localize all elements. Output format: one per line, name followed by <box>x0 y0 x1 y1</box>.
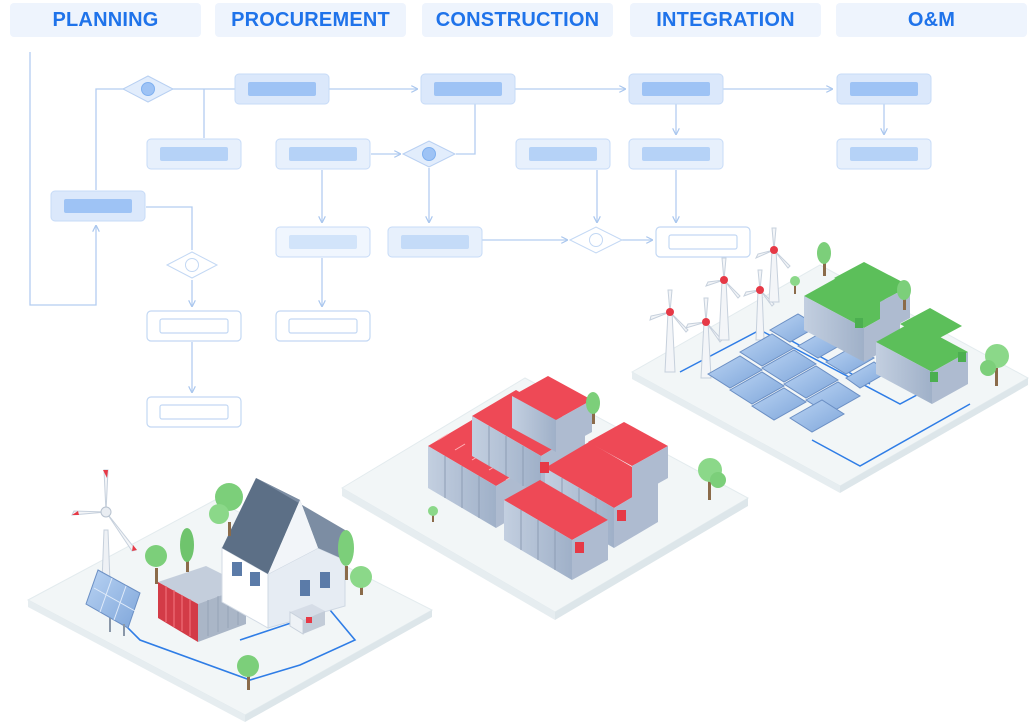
phase-tab-procurement[interactable]: PROCUREMENT <box>215 3 406 37</box>
process-nodes-pending <box>146 226 751 428</box>
battery-rack-icon <box>804 262 968 404</box>
inverter-icon <box>289 604 325 635</box>
phase-label: PLANNING <box>52 8 159 31</box>
process-nodes-active <box>50 73 932 258</box>
decision-diamond[interactable] <box>401 140 457 168</box>
decision-diamonds <box>121 75 624 279</box>
phase-tab-integration[interactable]: INTEGRATION <box>630 3 821 37</box>
phase-tab-construction[interactable]: CONSTRUCTION <box>422 3 613 37</box>
phase-label: CONSTRUCTION <box>435 8 600 31</box>
decision-diamond[interactable] <box>121 75 175 103</box>
solar-array-icon <box>707 313 889 433</box>
phase-label: PROCUREMENT <box>231 8 390 31</box>
battery-storage-farm-scene <box>341 376 750 620</box>
residential-microgrid-scene <box>26 469 434 722</box>
hybrid-wind-solar-storage-scene <box>630 227 1030 493</box>
tree-icon <box>790 242 1009 386</box>
decision-diamond[interactable] <box>165 251 219 279</box>
wind-turbine-icon <box>649 227 791 379</box>
tree-icon <box>428 392 726 522</box>
house-icon <box>221 478 346 629</box>
flow-connectors <box>29 52 884 392</box>
decision-diamond[interactable] <box>568 226 624 254</box>
phase-label: INTEGRATION <box>656 8 795 31</box>
phase-label: O&M <box>907 8 956 31</box>
tree-icon <box>145 483 372 690</box>
solar-panel-icon <box>85 569 141 636</box>
phase-tab-planning[interactable]: PLANNING <box>10 3 201 37</box>
phase-tab-om[interactable]: O&M <box>836 3 1027 37</box>
